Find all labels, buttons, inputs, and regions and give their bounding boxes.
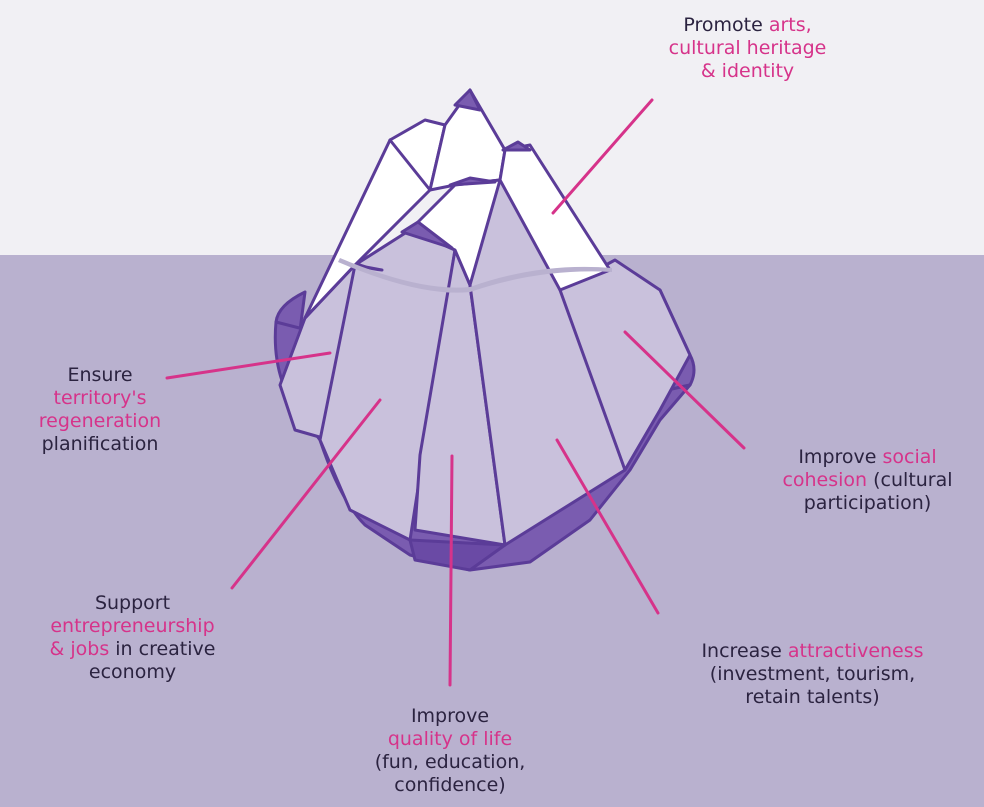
label-increase-attractiveness: Increase attractiveness (investment, tou… <box>650 640 975 709</box>
pointer-lines <box>165 98 746 687</box>
label-highlight: cultural heritage <box>668 37 827 59</box>
label-highlight: entrepreneurship <box>50 615 215 637</box>
label-text: (cultural <box>867 469 953 491</box>
iceberg-peak-top <box>453 88 482 112</box>
label-text: Ensure <box>67 364 133 386</box>
label-text: Improve <box>410 705 490 727</box>
label-highlight: territory's <box>53 387 147 409</box>
pointer-ensure <box>165 351 332 380</box>
waterline-band <box>338 258 612 293</box>
label-text: Promote <box>683 14 769 36</box>
pointer-quality <box>448 454 454 687</box>
label-text: retain talents) <box>745 686 880 708</box>
pointer-support <box>230 398 382 590</box>
pointer-promote <box>551 98 654 215</box>
iceberg-peak-mid <box>448 176 497 187</box>
label-text: participation) <box>803 492 932 514</box>
pointer-social <box>623 330 746 450</box>
label-highlight: & identity <box>700 60 795 82</box>
label-text: Increase <box>701 640 788 662</box>
label-highlight: regeneration <box>38 410 162 432</box>
label-text: (investment, tourism, <box>709 663 916 685</box>
label-text: (fun, education, <box>374 751 526 773</box>
label-highlight: cohesion <box>782 469 868 491</box>
iceberg-bottom-facet <box>408 538 507 572</box>
iceberg-column-right <box>558 258 692 472</box>
label-highlight: & jobs <box>49 638 110 660</box>
label-social-cohesion: Improve social cohesion (cultural partic… <box>755 446 980 515</box>
label-text: Improve <box>798 446 883 468</box>
label-highlight: social <box>882 446 937 468</box>
label-text: confidence) <box>394 774 506 796</box>
label-text: economy <box>88 661 177 683</box>
label-text: in creative <box>109 638 216 660</box>
pointer-attract <box>555 438 660 615</box>
label-text: planification <box>41 433 159 455</box>
label-support-entrepreneurship: Support entrepreneurship & jobs in creat… <box>10 592 255 684</box>
label-ensure-regeneration: Ensure territory's regeneration planific… <box>10 364 190 456</box>
iceberg-peak-left <box>400 220 454 250</box>
label-text: Support <box>94 592 171 614</box>
label-highlight: attractiveness <box>787 640 924 662</box>
iceberg-peak-right <box>501 140 532 152</box>
label-highlight: arts, <box>768 14 812 36</box>
label-highlight: quality of life <box>387 728 513 750</box>
label-promote-arts: Promote arts, cultural heritage & identi… <box>630 14 865 83</box>
label-quality-of-life: Improve quality of life (fun, education,… <box>350 705 550 797</box>
